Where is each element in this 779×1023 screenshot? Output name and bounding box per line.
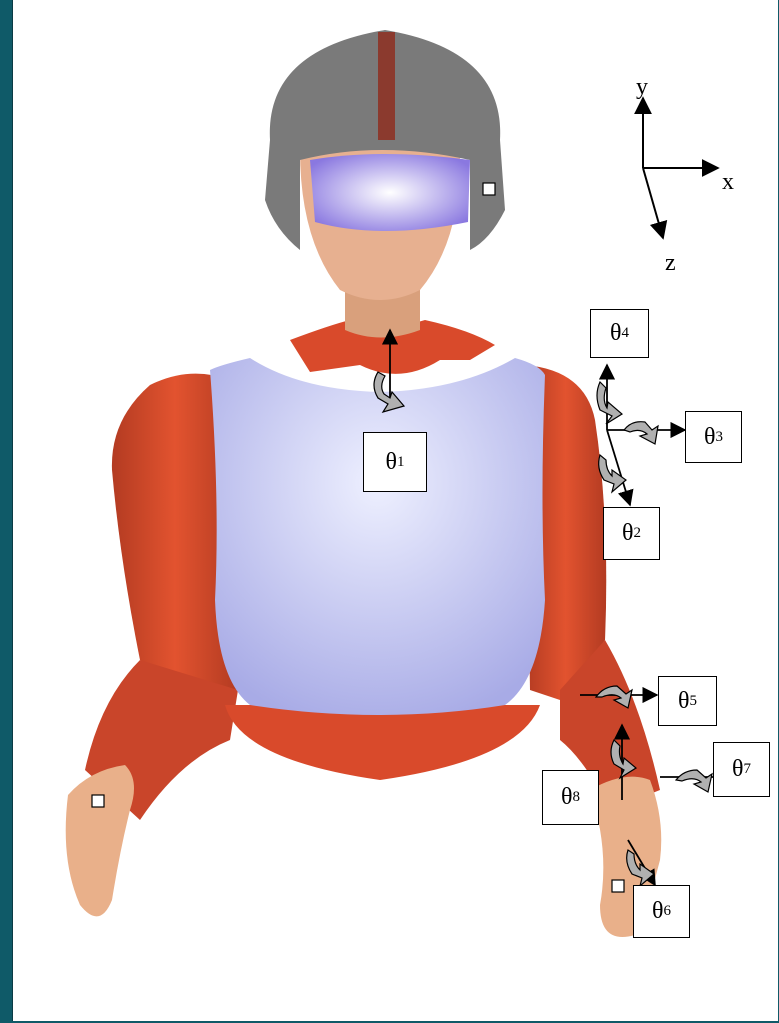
axis-label-z: z [665,250,676,277]
theta-symbol: θ [652,898,664,925]
rotation-arrow-7 [676,770,712,792]
joint-subscript: 4 [622,325,630,342]
rotation-arrow-4 [597,382,622,424]
right-hand-marker [612,880,624,892]
joint-subscript: 8 [573,789,581,806]
rotation-arrow-3 [624,422,658,444]
right-arm [525,365,661,937]
axis-label-x: x [722,169,734,196]
joint-subscript: 5 [690,693,698,710]
axis-label-y: y [636,74,648,101]
theta-symbol: θ [622,520,634,547]
head-marker [483,183,495,195]
theta-symbol: θ [561,784,573,811]
joint-subscript: 1 [397,454,405,471]
left-arm [66,374,238,917]
left-hand-marker [92,795,104,807]
rotation-arrow-2 [599,455,626,492]
theta-symbol: θ [678,688,690,715]
theta-symbol: θ [610,320,622,347]
joint-subscript: 2 [634,525,642,542]
theta-symbol: θ [732,756,744,783]
joint-subscript: 6 [664,903,672,920]
joint-subscript: 3 [716,429,724,446]
theta-symbol: θ [386,449,398,476]
joint-subscript: 7 [744,761,752,778]
head [265,30,505,338]
theta-symbol: θ [704,424,716,451]
coordinate-axes [643,98,718,238]
